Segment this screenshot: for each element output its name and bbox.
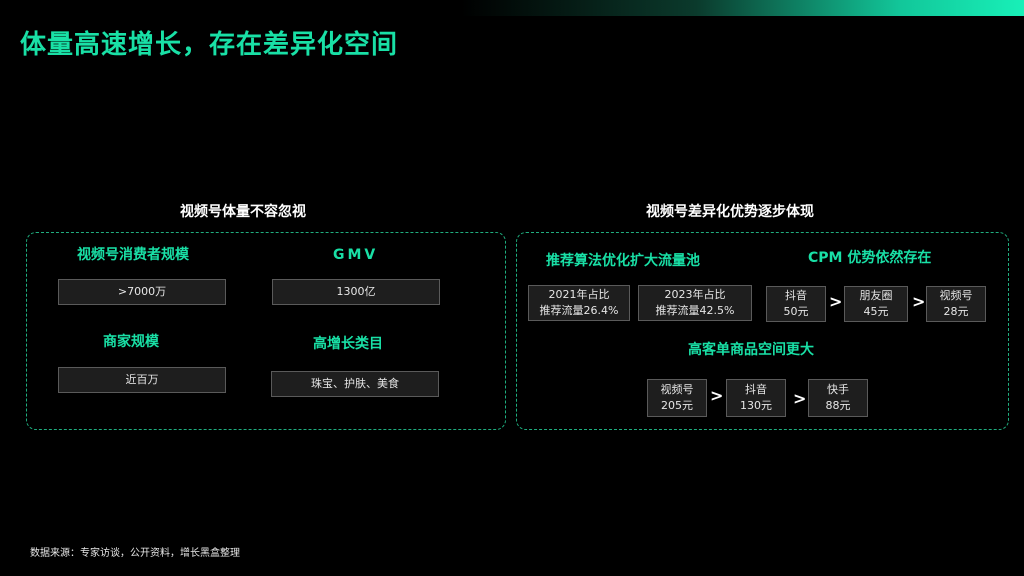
- algo-label: 推荐算法优化扩大流量池: [546, 253, 700, 269]
- right-panel: [516, 232, 1009, 430]
- merchant-scale-value: 近百万: [58, 367, 226, 393]
- data-source-note: 数据来源：专家访谈，公开资料，增长黑盒整理: [30, 548, 240, 559]
- top-gradient-bar: [0, 0, 1024, 16]
- cpm-sep-1: >: [829, 292, 843, 311]
- aov-label: 高客单商品空间更大: [688, 342, 814, 358]
- cpm-channels-box: 视频号 28元: [926, 286, 986, 322]
- page-title: 体量高速增长，存在差异化空间: [20, 30, 399, 60]
- cpm-label: CPM 优势依然存在: [808, 250, 932, 266]
- cpm-moments-box: 朋友圈 45元: [844, 286, 908, 322]
- aov-sep-1: >: [710, 386, 724, 405]
- high-growth-category-label: 高增长类目: [313, 336, 383, 352]
- gmv-value: 1300亿: [272, 279, 440, 305]
- cpm-douyin-box: 抖音 50元: [766, 286, 826, 322]
- cpm-sep-2: >: [912, 292, 926, 311]
- aov-channels-box: 视频号 205元: [647, 379, 707, 417]
- aov-sep-2: >: [793, 389, 807, 408]
- left-section-heading: 视频号体量不容忽视: [180, 204, 306, 220]
- aov-kuaishou-box: 快手 88元: [808, 379, 868, 417]
- consumer-scale-value: >7000万: [58, 279, 226, 305]
- gmv-label: GMV: [333, 247, 379, 263]
- right-section-heading: 视频号差异化优势逐步体现: [646, 204, 814, 220]
- algo-2021-box: 2021年占比 推荐流量26.4%: [528, 285, 630, 321]
- algo-2023-box: 2023年占比 推荐流量42.5%: [638, 285, 752, 321]
- aov-douyin-box: 抖音 130元: [726, 379, 786, 417]
- high-growth-category-value: 珠宝、护肤、美食: [271, 371, 439, 397]
- consumer-scale-label: 视频号消费者规模: [77, 247, 189, 263]
- left-panel: [26, 232, 506, 430]
- merchant-scale-label: 商家规模: [103, 334, 159, 350]
